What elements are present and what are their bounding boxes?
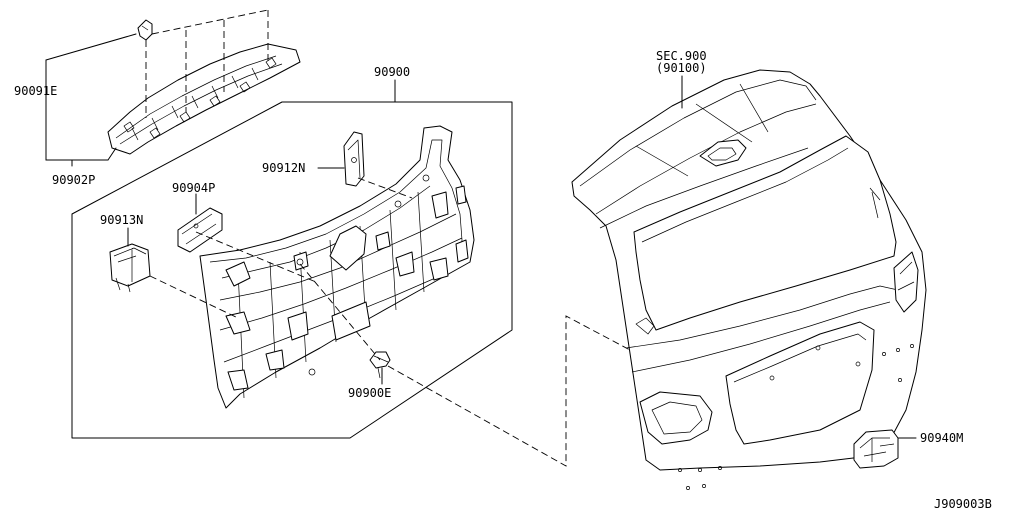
upper-finisher-leaders	[45, 33, 137, 167]
panel-to-door-dash-lines	[387, 315, 631, 467]
label-assembly: 90900	[374, 65, 410, 79]
clip-90091e-part	[137, 19, 153, 41]
label-handle: 90940M	[920, 431, 963, 445]
bracket-90912n-part	[317, 131, 365, 187]
handle-90940m-part	[853, 429, 917, 469]
assembly-dash-lines	[149, 177, 413, 361]
upper-finisher-dash-lines	[145, 9, 269, 118]
fastener-90900e-part	[369, 351, 391, 385]
label-upper-finisher: 90902P	[52, 173, 95, 187]
assembly-box-outline	[71, 79, 513, 439]
drawing-id: J909003B	[934, 497, 992, 511]
label-sec-ref-line2: (90100)	[656, 61, 707, 75]
label-clip-upper: 90091E	[14, 84, 57, 98]
label-bracket-right: 90912N	[262, 161, 305, 175]
back-door-part	[571, 69, 927, 490]
label-sec-ref-line1: SEC.900	[656, 49, 707, 63]
upper-finisher-part	[107, 43, 301, 155]
label-bracket-left: 90913N	[100, 213, 143, 227]
plate-90904p-part	[177, 193, 223, 253]
bracket-90913n-part	[109, 227, 151, 293]
label-plate: 90904P	[172, 181, 215, 195]
back-door-trim-panel	[199, 125, 475, 409]
label-fastener: 90900E	[348, 386, 391, 400]
